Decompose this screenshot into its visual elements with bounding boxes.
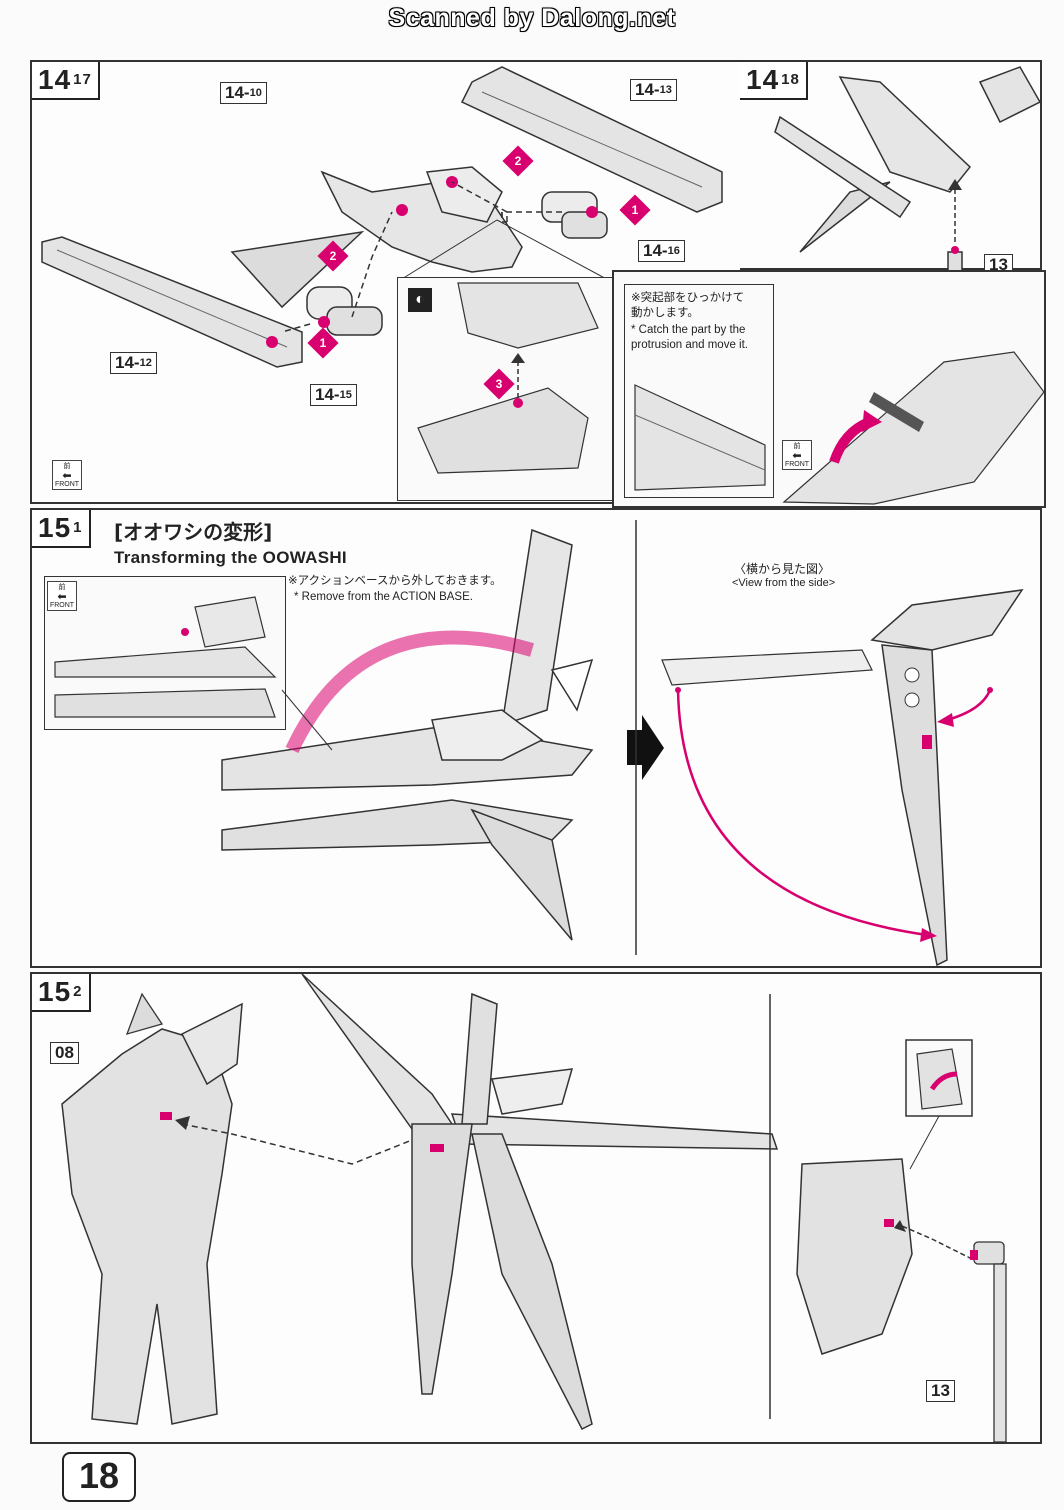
page-number: 18	[62, 1452, 136, 1502]
step-badge-2b: 2	[317, 240, 349, 272]
side-view-label-jp: 〈横から見た図〉	[734, 562, 831, 576]
front-direction-icon: 前 ⬅ FRONT	[52, 460, 82, 490]
remove-note-jp: ※アクションベースから外しておきます。	[288, 575, 502, 587]
catch-note-jp: ※突起部をひっかけて 動かします。	[631, 292, 745, 319]
front-arrow-icon: ⬅	[57, 591, 67, 603]
transform-diagram	[221, 520, 1024, 967]
scan-watermark: Scanned by Dalong.net	[388, 4, 676, 32]
final-assembly-diagram	[61, 973, 1007, 1443]
front-arrow-icon: ⬅	[792, 450, 802, 462]
part-label-14-12: 14-12	[110, 352, 157, 374]
detail-sub-box: ※突起部をひっかけて 動かします。 * Catch the part by th…	[624, 284, 774, 498]
step-title-en: Transforming the OOWASHI	[114, 548, 347, 567]
detail-inset-14-17: ◐ 3	[397, 277, 614, 501]
inset-sketch	[417, 282, 599, 474]
step-title-jp: [オオワシの変形]	[114, 520, 273, 544]
step-badge-3: 3	[483, 368, 515, 400]
detail-inset-14-18: ※突起部をひっかけて 動かします。 * Catch the part by th…	[612, 270, 1046, 508]
move-sketch	[782, 351, 1045, 505]
front-arrow-icon: ⬅	[62, 470, 72, 482]
magnify-icon: ◐	[408, 288, 432, 312]
assembly-diagram-14-17	[41, 66, 723, 368]
part-label-14-13: 14-13	[630, 79, 677, 101]
part-label-14-16: 14-16	[638, 240, 685, 262]
part-label-14-15: 14-15	[310, 384, 357, 406]
before-inset: 前 ⬅ FRONT	[44, 576, 286, 730]
step-badge-2a: 2	[502, 145, 534, 177]
remove-note-en: * Remove from the ACTION BASE.	[294, 591, 473, 603]
step-badge-1a: 1	[619, 194, 651, 226]
side-view-label-en: <View from the side>	[732, 577, 836, 589]
part-label-14-10: 14-10	[220, 82, 267, 104]
catch-sketch	[634, 384, 766, 491]
catch-note-en: * Catch the part by the protrusion and m…	[631, 324, 748, 351]
front-direction-icon: 前 ⬅ FRONT	[47, 581, 77, 611]
part-label-08: 08	[50, 1042, 79, 1064]
assembly-diagram-14-18	[774, 66, 1042, 281]
front-direction-icon: 前 ⬅ FRONT	[782, 440, 812, 470]
part-label-13: 13	[926, 1380, 955, 1402]
before-sketch	[54, 596, 277, 718]
step-badge-1b: 1	[307, 327, 339, 359]
